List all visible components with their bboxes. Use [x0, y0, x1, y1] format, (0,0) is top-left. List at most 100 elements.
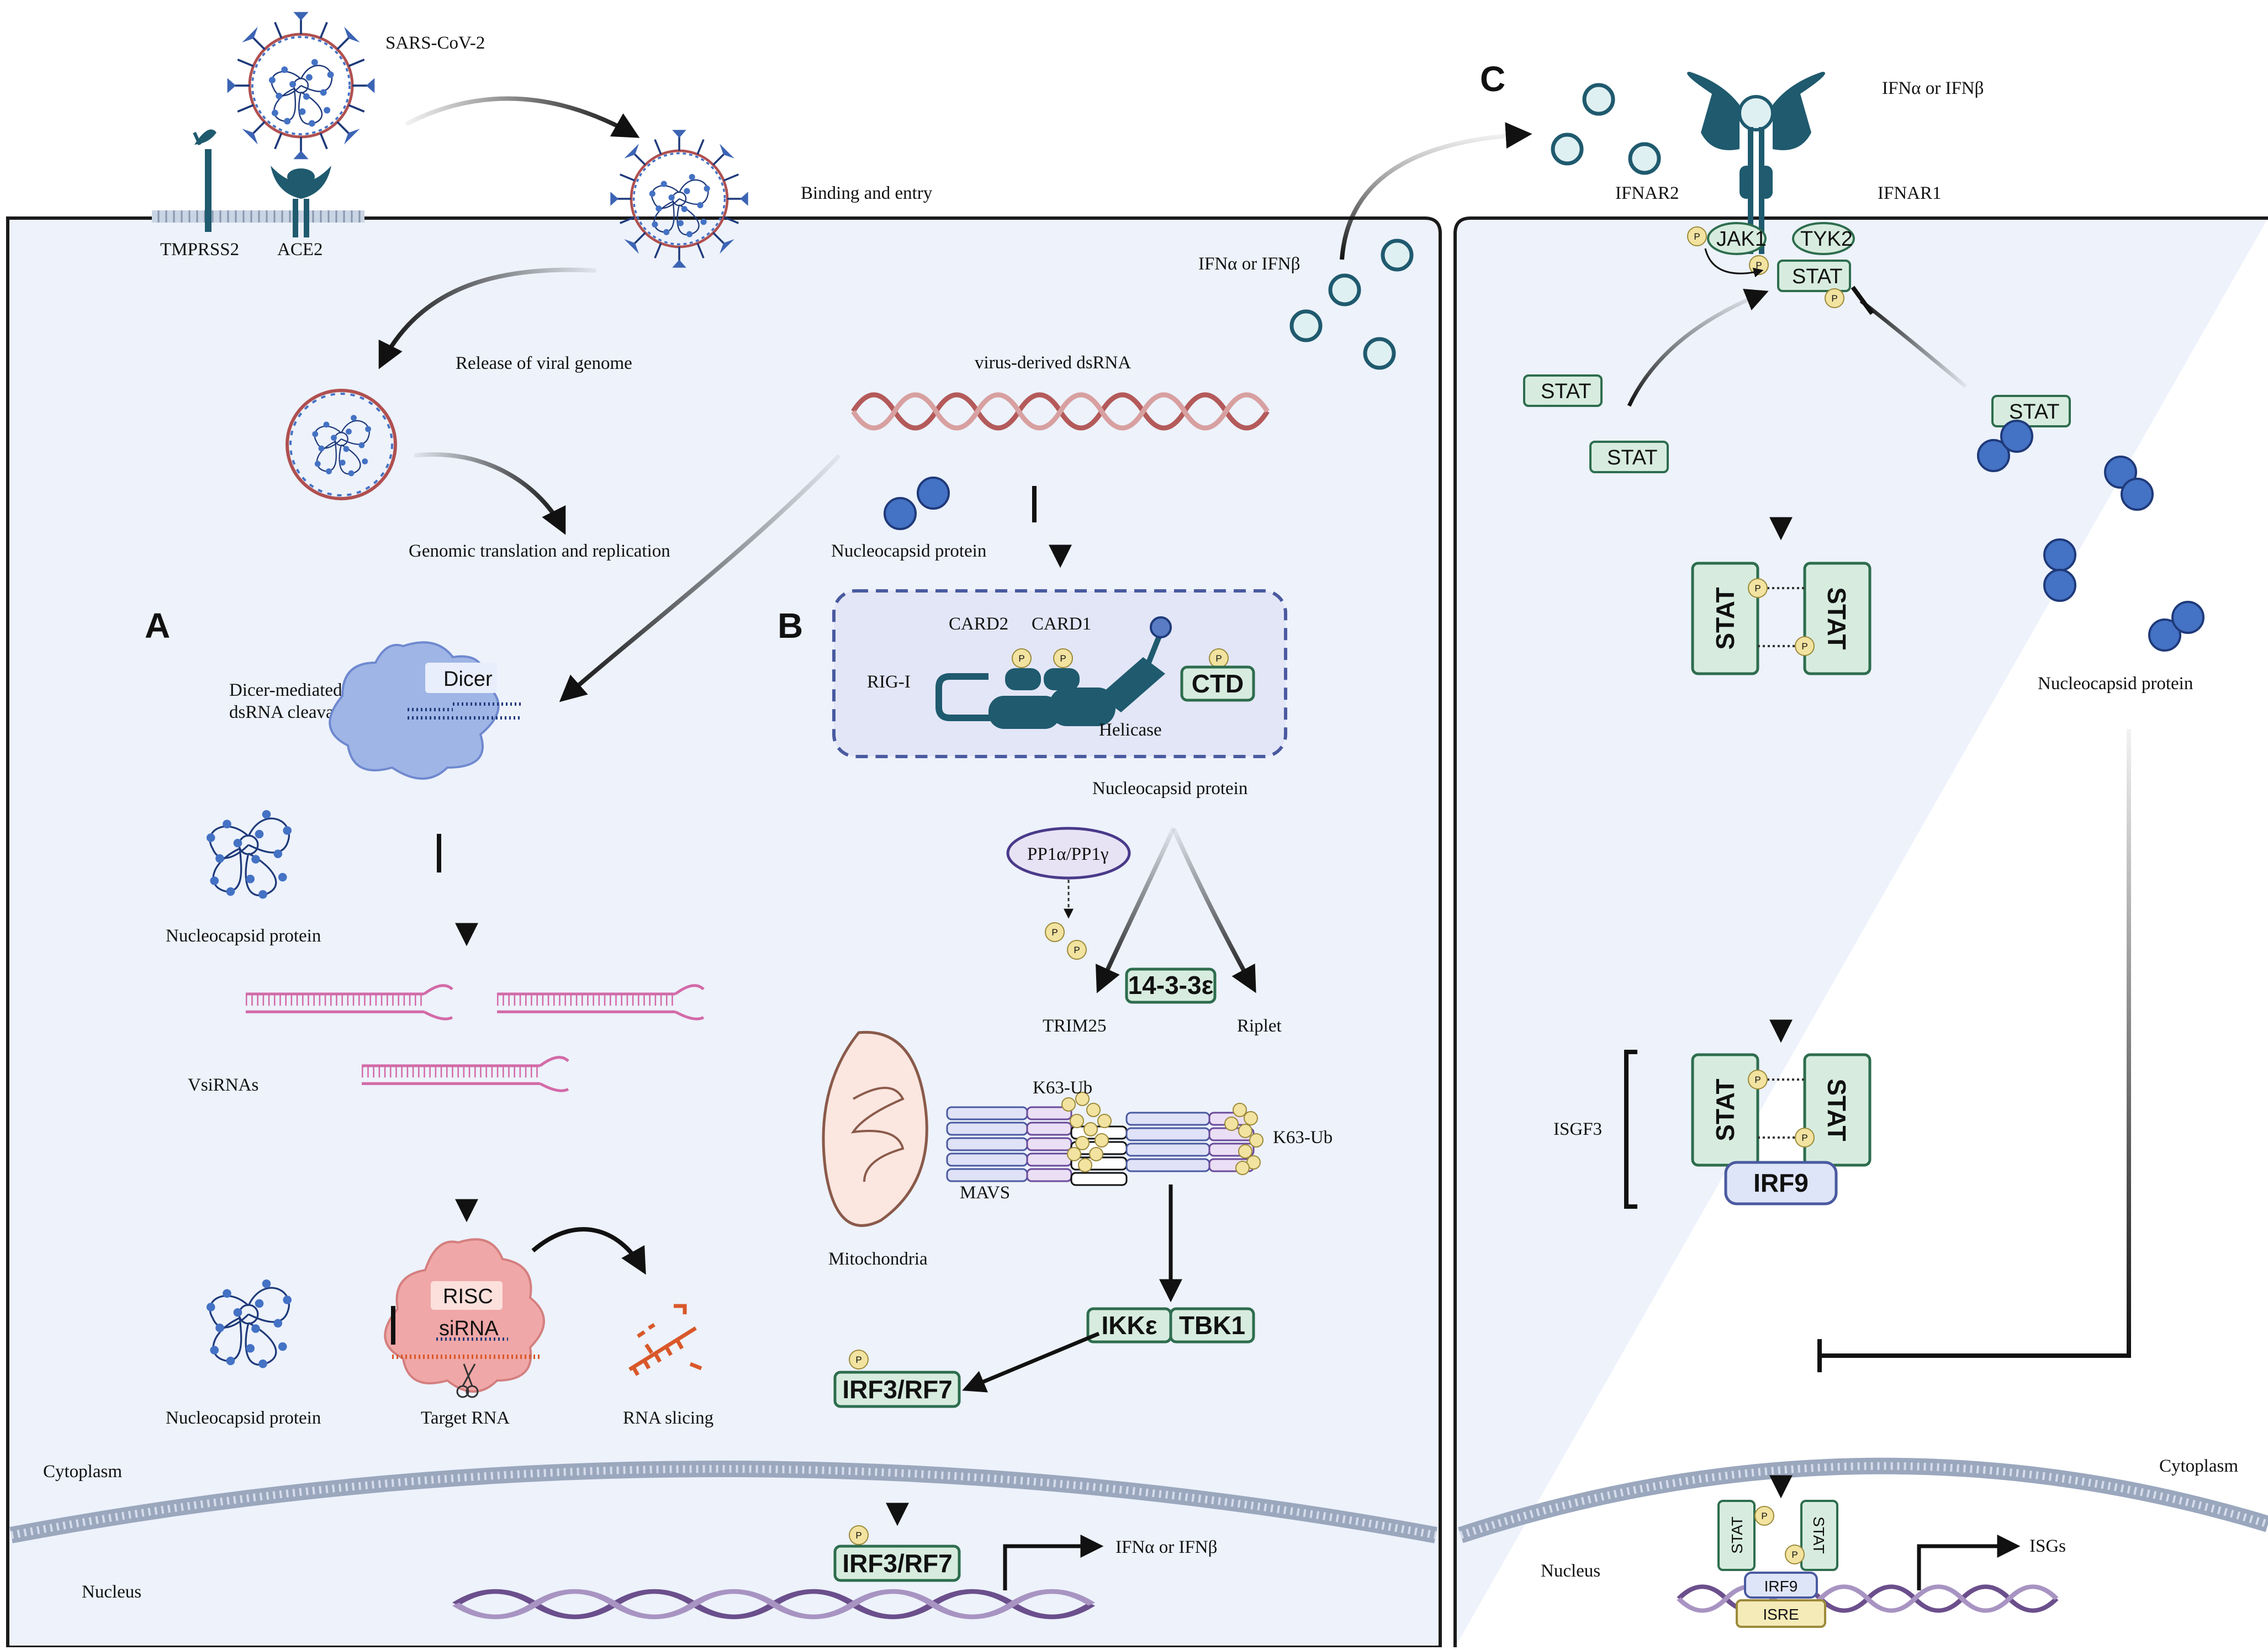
ifn-molecules-mid-icon	[1289, 239, 1414, 370]
label-release: Release of viral genome	[456, 353, 632, 373]
stat-box-free3	[1991, 395, 2071, 427]
label-ikke: IKKε	[1101, 1311, 1157, 1340]
label-irf3-2: IRF3/RF7	[842, 1549, 952, 1578]
nuclear-stat-left-label: STAT	[1728, 1516, 1746, 1553]
label-stat-top: STAT	[1792, 265, 1842, 288]
label-irf3-1: IRF3/RF7	[842, 1375, 952, 1404]
ifnar-receptor-icon	[1687, 72, 1825, 254]
label-card2: CARD2	[949, 614, 1008, 634]
label-jak1: JAK1	[1716, 228, 1767, 251]
sars-cov-2-virus-icon	[228, 12, 375, 160]
stat-dimer-left-label: STAT	[1711, 587, 1740, 649]
label-sars: SARS-CoV-2	[385, 33, 485, 53]
tbk1-box	[1169, 1307, 1255, 1344]
label-isgs: ISGs	[2029, 1536, 2066, 1556]
label-helicase: Helicase	[1099, 720, 1162, 740]
mavs-filament-icon	[946, 1092, 1263, 1186]
ifn-molecules-top-icon	[1551, 83, 1661, 175]
label-np-a2: Nucleocapsid protein	[166, 1408, 321, 1428]
label-ifnar1: IFNAR1	[1878, 183, 1942, 203]
left-cell	[6, 216, 1442, 1649]
right-cell	[1453, 216, 2268, 1647]
nuclear-irf9-label: IRF9	[1764, 1578, 1798, 1595]
released-genome-icon	[286, 389, 397, 500]
14-3-3-box	[1125, 967, 1217, 1004]
label-stat-free1: STAT	[1541, 380, 1591, 403]
tyk2-oval	[1792, 222, 1855, 255]
label-isgf3: ISGF3	[1553, 1119, 1602, 1139]
label-binding: Binding and entry	[801, 183, 933, 203]
label-tyk2: TYK2	[1800, 228, 1853, 251]
label-stat-free2: STAT	[1607, 446, 1657, 469]
label-sirna: siRNA	[439, 1317, 499, 1340]
isgf3-irf9-label: IRF9	[1753, 1168, 1809, 1197]
label-riplet: Riplet	[1237, 1016, 1282, 1036]
label-risc: RISC	[443, 1285, 493, 1308]
label-tbk1: TBK1	[1179, 1311, 1245, 1340]
rna-slicing-fragments-icon	[628, 1304, 702, 1376]
nuclear-stat-right-label: STAT	[1810, 1516, 1827, 1553]
stat-box-free1	[1523, 374, 1603, 407]
jak1-oval	[1707, 222, 1767, 255]
label-cytoplasm-left: Cytoplasm	[43, 1462, 122, 1482]
label-ifnar2: IFNAR2	[1615, 183, 1679, 203]
rig-i-protein-icon	[935, 616, 1172, 729]
label-rigi: RIG-I	[867, 672, 911, 692]
nuclear-envelope-right	[1458, 1457, 2268, 1543]
irf3-box-1	[833, 1371, 961, 1408]
label-ace2: ACE2	[277, 240, 323, 260]
label-trim25: TRIM25	[1043, 1016, 1107, 1036]
nucleocapsid-b1-icon	[884, 477, 950, 530]
pp1-oval	[1006, 827, 1131, 880]
label-np-a1: Nucleocapsid protein	[166, 926, 321, 946]
label-dsrna: virus-derived dsRNA	[975, 353, 1131, 373]
label-nucleus-right: Nucleus	[1541, 1561, 1600, 1581]
label-k63-2: K63-Ub	[1273, 1128, 1333, 1147]
stat-box-free2	[1589, 441, 1669, 473]
label-mitochondria: Mitochondria	[828, 1249, 928, 1269]
label-card1: CARD1	[1032, 614, 1091, 634]
label-mavs: MAVS	[960, 1183, 1010, 1203]
dicer-enzyme-icon	[329, 641, 522, 780]
label-translation: Genomic translation and replication	[409, 541, 670, 561]
mitochondria-icon	[822, 1030, 928, 1227]
label-np-b2: Nucleocapsid protein	[1092, 779, 1247, 798]
isgf3-complex: STAT STAT IRF9	[1691, 1053, 1872, 1205]
label-dicer: Dicer	[443, 668, 493, 691]
panel-c-letter: C	[1480, 59, 1505, 99]
stat-dimer: STAT STAT	[1691, 562, 1872, 675]
label-nucleus-left: Nucleus	[82, 1582, 141, 1602]
panel-a-letter: A	[145, 606, 170, 646]
irf3-box-2	[833, 1545, 961, 1582]
label-ifn-top: IFNα or IFNβ	[1882, 78, 1984, 98]
stat-box-top	[1777, 260, 1851, 292]
label-ctd: CTD	[1192, 669, 1244, 698]
label-target-rna: Target RNA	[421, 1408, 510, 1428]
dna-right-icon	[1679, 1586, 2056, 1610]
label-tmprss2: TMPRSS2	[160, 240, 239, 260]
label-dicer-1: Dicer-mediated	[229, 680, 342, 700]
label-rna-slicing: RNA slicing	[623, 1408, 713, 1428]
isgf3-stat-left-label: STAT	[1711, 1078, 1740, 1141]
label-k63-1: K63-Ub	[1033, 1078, 1092, 1098]
label-np-c: Nucleocapsid protein	[2038, 674, 2193, 694]
nuclear-isgf3: STAT STAT IRF9 ISRE	[1717, 1500, 1838, 1628]
ctd-box	[1180, 665, 1255, 702]
tmprss2-receptor-icon	[193, 129, 216, 232]
label-np-b1: Nucleocapsid protein	[831, 541, 986, 561]
label-pp1: PP1α/PP1γ	[1027, 844, 1108, 864]
risc-complex-icon	[384, 1238, 545, 1398]
ace2-receptor-icon	[271, 166, 331, 237]
label-ifn-nucleus: IFNα or IFNβ	[1116, 1537, 1217, 1557]
label-stat-free3: STAT	[2009, 400, 2059, 424]
nuclear-isre-label: ISRE	[1763, 1606, 1799, 1623]
panel-b-letter: B	[778, 606, 803, 646]
label-14-3-3: 14-3-3ε	[1128, 971, 1214, 999]
stat-dimer-right-label: STAT	[1822, 587, 1851, 649]
nucleocapsid-c-icon	[1977, 420, 2204, 652]
label-ifn-mid: IFNα or IFNβ	[1198, 254, 1300, 274]
label-cytoplasm-right: Cytoplasm	[2159, 1456, 2238, 1476]
label-vsirnas: VsiRNAs	[188, 1075, 258, 1095]
isgf3-stat-right-label: STAT	[1822, 1078, 1851, 1141]
